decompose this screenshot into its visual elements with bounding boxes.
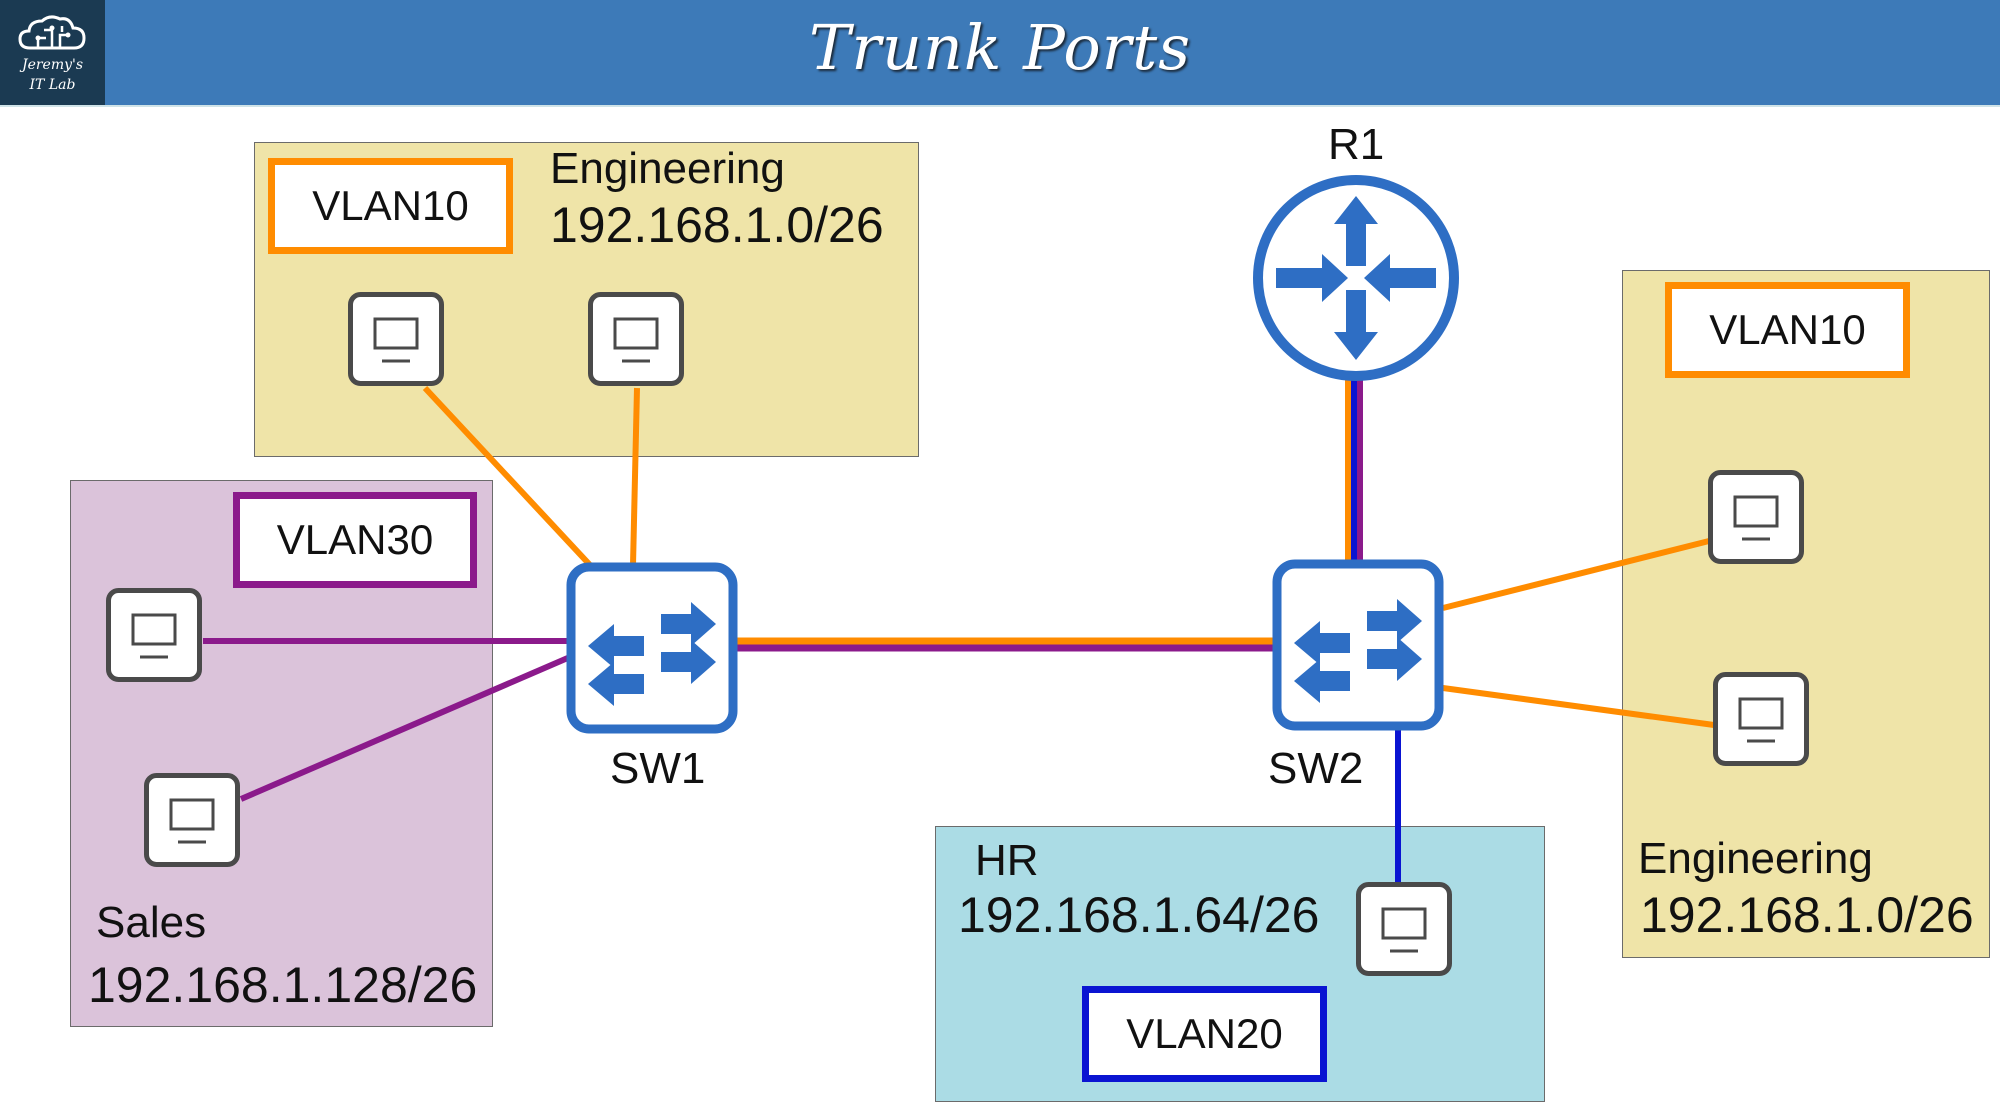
zone-name-sales: Sales	[96, 898, 207, 947]
logo-line-2: IT Lab	[29, 77, 76, 93]
zone-name-eng-left: Engineering	[550, 144, 785, 193]
logo-line-1: Jeremy's	[21, 57, 84, 73]
pc-icon[interactable]	[144, 773, 240, 867]
router-label-r1: R1	[1328, 120, 1385, 169]
vlan-label-hr: VLAN20	[1082, 986, 1327, 1082]
vlan-label-eng-right: VLAN10	[1665, 282, 1910, 378]
page-title: Trunk Ports	[808, 11, 1192, 84]
link-eng-left-pc2-sw1	[630, 387, 640, 566]
zone-network-sales: 192.168.1.128/26	[88, 957, 478, 1013]
switch-label-sw1: SW1	[610, 744, 706, 793]
switch-label-sw2: SW2	[1268, 744, 1364, 793]
zone-network-eng-left: 192.168.1.0/26	[550, 197, 884, 253]
pc-icon[interactable]	[1356, 882, 1452, 976]
pc-icon[interactable]	[1713, 672, 1809, 766]
header-banner: Jeremy's IT Lab Trunk Ports	[0, 0, 2000, 107]
link-sw2-eng-right-pc2	[1442, 685, 1715, 728]
cloud-circuit-icon	[18, 15, 86, 50]
vlan-label-eng-left: VLAN10	[268, 158, 513, 254]
pc-icon[interactable]	[1708, 470, 1804, 564]
logo: Jeremy's IT Lab	[0, 0, 105, 105]
switch-icon[interactable]	[1272, 559, 1444, 731]
vlan-label-sales: VLAN30	[233, 492, 477, 588]
link-sw2-eng-right-pc1	[1442, 538, 1710, 611]
zone-network-hr: 192.168.1.64/26	[958, 887, 1320, 943]
switch-icon[interactable]	[566, 562, 738, 734]
link-eng-left-pc1-sw1	[422, 385, 593, 568]
pc-icon[interactable]	[106, 588, 202, 682]
zone-name-eng-right: Engineering	[1638, 834, 1873, 883]
link-sales-pc2-sw1	[239, 654, 572, 802]
zone-name-hr: HR	[975, 836, 1039, 885]
router-icon[interactable]	[1250, 172, 1462, 384]
zone-engineering-right	[1622, 270, 1990, 958]
zone-network-eng-right: 192.168.1.0/26	[1640, 887, 1974, 943]
pc-icon[interactable]	[348, 292, 444, 386]
pc-icon[interactable]	[588, 292, 684, 386]
